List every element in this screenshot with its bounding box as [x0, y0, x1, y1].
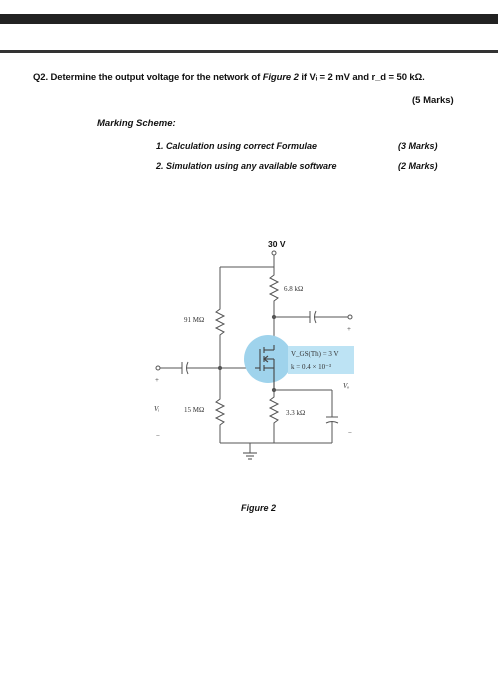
scheme-item-2-marks: (2 Marks): [398, 161, 438, 171]
r1-label: 91 MΩ: [184, 316, 204, 324]
rd-resistor: [268, 267, 280, 315]
r2-resistor: [214, 368, 226, 443]
r2-label: 15 MΩ: [184, 406, 204, 414]
ground-symbol: [243, 452, 257, 460]
mosfet-params-box: [288, 346, 354, 374]
vin-label: Vᵢ: [154, 405, 159, 413]
output-minus: −: [348, 429, 352, 437]
circuit-diagram: 30 V 6.8 kΩ 91 MΩ 15 MΩ 3.3 kΩ V_GS(Th) …: [154, 239, 354, 460]
input-plus: +: [155, 376, 159, 384]
input-node: [155, 365, 161, 371]
figure-caption: Figure 2: [241, 503, 277, 513]
output-plus: +: [347, 325, 351, 333]
rs-resistor: [268, 390, 280, 443]
mosfet-symbol: [255, 345, 275, 390]
question-suffix: if Vᵢ = 2 mV and r_d = 50 kΩ.: [298, 72, 425, 83]
question-prefix: Q2. Determine the output voltage for the…: [33, 72, 263, 83]
vgs-threshold-label: V_GS(Th) = 3 V: [291, 350, 339, 358]
scheme-item-1-marks: (3 Marks): [398, 141, 438, 151]
vout-label: Vₒ: [343, 382, 349, 390]
input-minus: −: [156, 432, 160, 440]
top-thick-rule: [0, 14, 498, 24]
rs-label: 3.3 kΩ: [286, 409, 305, 417]
scheme-item-1: 1. Calculation using correct Formulae: [156, 141, 318, 151]
r1-resistor: [214, 305, 226, 368]
top-thin-rule: [0, 50, 498, 53]
k-label: k = 0.4 × 10⁻³: [291, 363, 331, 371]
question-text: Q2. Determine the output voltage for the…: [33, 72, 483, 83]
marking-scheme-title: Marking Scheme:: [97, 118, 176, 129]
supply-label: 30 V: [268, 239, 286, 249]
question-marks: (5 Marks): [412, 95, 454, 106]
question-figure-ref: Figure 2: [262, 72, 299, 83]
supply-node: [271, 250, 277, 256]
rd-label: 6.8 kΩ: [284, 285, 303, 293]
scheme-item-2: 2. Simulation using any available softwa…: [156, 161, 337, 171]
